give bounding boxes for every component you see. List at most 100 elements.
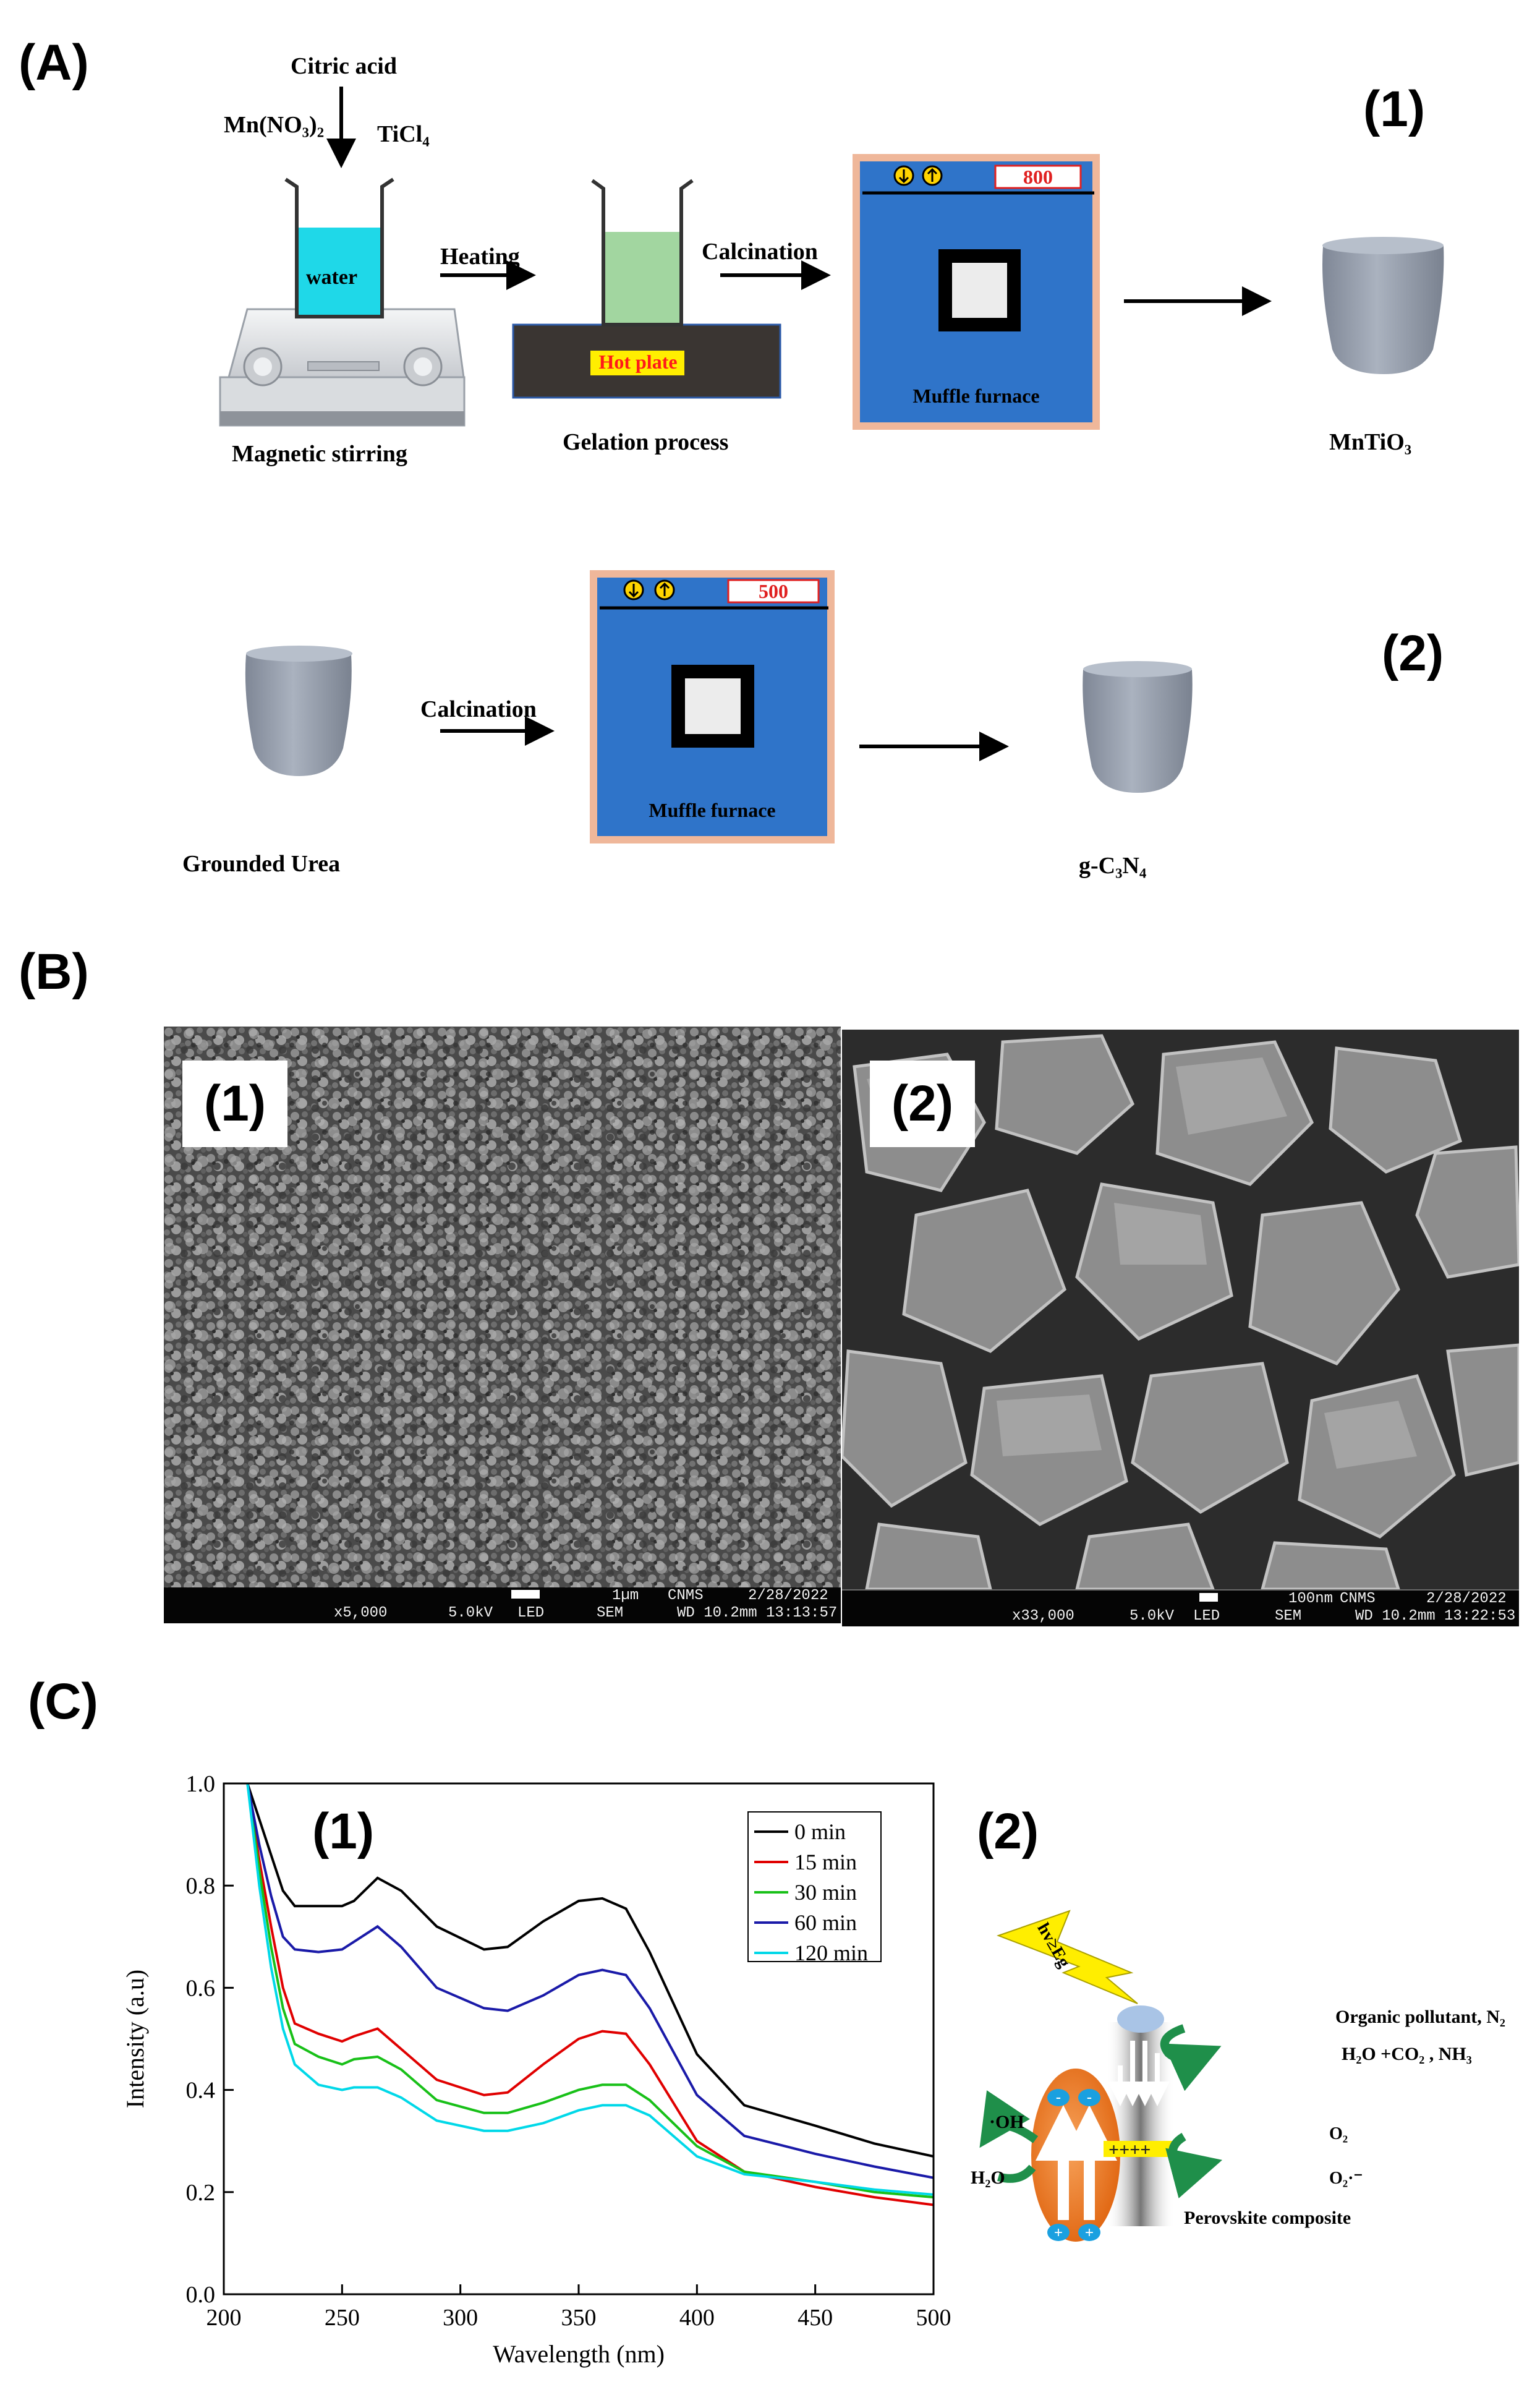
crucible-gc3n4-icon [1083, 661, 1193, 793]
svg-text:-: - [1087, 2088, 1092, 2106]
magnetic-stirring-label: Magnetic stirring [232, 441, 407, 467]
row1-number: (1) [1363, 81, 1426, 137]
svg-text:+: + [1085, 2224, 1094, 2241]
chart-number: (1) [312, 1803, 375, 1860]
sem-2-det: LED [1193, 1608, 1220, 1625]
synthesis-scheme [219, 87, 1444, 843]
series-line-0 [246, 1783, 934, 2158]
legend-label-1: 15 min [794, 1850, 857, 1874]
redox-arrows-icon [979, 2024, 1223, 2198]
o2-radical-label: O₂·⁻ [1329, 2169, 1363, 2188]
sem-1-org: CNMS [668, 1587, 704, 1604]
gelation-label: Gelation process [563, 429, 729, 455]
sem-1-mag: x5,000 [334, 1605, 388, 1621]
muffle-furnace-2-icon [590, 570, 835, 843]
furnace-label-1: Muffle furnace [913, 385, 1040, 407]
sem-2-wd: WD 10.2mm 13:22:53 [1355, 1608, 1516, 1625]
y-tick-label-3: 0.6 [186, 1975, 216, 2001]
water-label: water [306, 266, 358, 289]
mntio3-label: MnTiO₃ [1329, 429, 1412, 455]
ticl4-label: TiCl₄ [377, 121, 430, 147]
light-bolt-icon [997, 1910, 1138, 2004]
sem-1-det: LED [517, 1605, 545, 1621]
organic-pollutant-label: Organic pollutant, N₂ [1335, 2007, 1505, 2027]
panel-c-label: (C) [28, 1673, 98, 1730]
crucible-mntio3-icon [1322, 237, 1444, 374]
sem-2-date: 2/28/2022 [1426, 1591, 1507, 1607]
y-tick-label-4: 0.8 [186, 1873, 216, 1899]
o2-label: O₂ [1329, 2124, 1348, 2143]
sem-2-scale: 100nm [1288, 1591, 1334, 1607]
uv-vis-chart: 200 250 300 350 400 450 500 0.0 0.2 0.4 0.6 0.8 1.0W… [121, 1771, 951, 2368]
y-tick-label-5: 1.0 [186, 1771, 216, 1797]
sem-2-mode: SEM [1275, 1608, 1302, 1625]
mn-nitrate-label: Mn(NO₃)₂ [224, 112, 325, 138]
hot-plate-icon [512, 323, 781, 399]
svg-text:+: + [1054, 2224, 1063, 2241]
sem-2-mag: x33,000 [1012, 1608, 1074, 1625]
legend-label-0: 0 min [794, 1819, 846, 1844]
furnace-temp-1: 800 [1023, 166, 1053, 188]
legend-label-2: 30 min [794, 1880, 857, 1905]
muffle-furnace-icon [853, 154, 1100, 430]
sem-2-org: CNMS [1340, 1591, 1376, 1607]
hot-plate-label: Hot plate [598, 351, 678, 373]
heating-label: Heating [440, 244, 520, 270]
gc3n4-label: g-C₃N₄ [1079, 853, 1147, 879]
sem-1-date: 2/28/2022 [748, 1587, 828, 1604]
sem-1-scale: 1µm [612, 1587, 639, 1604]
calcination-label-2: Calcination [420, 696, 537, 722]
y-tick-label-0: 0.0 [186, 2282, 216, 2308]
series-line-1 [246, 1783, 934, 2206]
h2o-label: H₂O [971, 2167, 1005, 2188]
x-tick-label-6: 500 [916, 2305, 951, 2331]
sem-image-2: (2) 100nm CNMS 2/28/2022 x33,000 5.0kV L… [842, 1030, 1519, 1626]
legend-label-3: 60 min [794, 1910, 857, 1935]
panel-a-label: (A) [19, 35, 89, 91]
scheme-number: (2) [977, 1803, 1039, 1860]
legend-label-4: 120 min [794, 1941, 868, 1965]
y-tick-label-1: 0.2 [186, 2180, 216, 2206]
x-tick-label-4: 400 [679, 2305, 715, 2331]
citric-acid-label: Citric acid [291, 53, 398, 79]
furnace-temp-2: 500 [759, 580, 788, 602]
beaker-gel-icon [591, 179, 694, 327]
sem-1-databar: 1µm CNMS 2/28/2022 x5,000 5.0kV LED SEM … [164, 1587, 841, 1623]
oh-radical-label: ·OH [989, 2112, 1024, 2132]
sem-2-databar: 100nm CNMS 2/28/2022 x33,000 5.0kV LED S… [842, 1591, 1519, 1626]
sem-2-number: (2) [870, 1061, 975, 1147]
calcination-label-1: Calcination [702, 239, 818, 265]
products-label: H₂O +CO₂ , NH₃ [1342, 2044, 1472, 2064]
sem-1-wd: WD 10.2mm 13:13:57 [677, 1605, 838, 1621]
y-tick-label-2: 0.4 [186, 2078, 216, 2104]
x-axis-label: Wavelength (nm) [493, 2340, 665, 2368]
perovskite-composite-label: Perovskite composite [1184, 2208, 1351, 2228]
magnetic-stirrer-icon [219, 308, 466, 427]
legend-box [747, 1811, 882, 1962]
furnace-label-2: Muffle furnace [649, 799, 776, 821]
gcn-sheets-icon [1107, 2005, 1175, 2226]
y-axis-label: Intensity (a.u) [121, 1970, 149, 2108]
holes-label: ++++ [1108, 2140, 1151, 2160]
svg-text:-: - [1056, 2088, 1061, 2106]
x-tick-label-2: 300 [443, 2305, 478, 2331]
x-tick-label-0: 200 [206, 2305, 242, 2331]
series-line-4 [246, 1783, 934, 2196]
beaker-water-icon [284, 177, 394, 318]
panel-b-label: (B) [19, 944, 89, 1000]
sem-1-kv: 5.0kV [448, 1605, 493, 1621]
sem-image-1: (1) 1µm CNMS 2/28/2022 x5,000 5.0kV LED … [164, 1027, 841, 1623]
x-tick-label-5: 450 [798, 2305, 833, 2331]
perovskite-particle-icon: - - + + [1031, 2069, 1120, 2242]
row2-number: (2) [1382, 625, 1444, 681]
series-line-3 [246, 1783, 934, 2179]
series-line-2 [246, 1783, 934, 2199]
sem-2-kv: 5.0kV [1129, 1608, 1175, 1625]
sem-1-mode: SEM [597, 1605, 624, 1621]
x-tick-label-3: 350 [561, 2305, 597, 2331]
sem-1-number: (1) [182, 1061, 287, 1147]
urea-label: Grounded Urea [182, 851, 341, 877]
x-tick-label-1: 250 [325, 2305, 360, 2331]
photocatalysis-scheme: - - + + [979, 1910, 1223, 2242]
crucible-urea-icon [245, 646, 352, 776]
